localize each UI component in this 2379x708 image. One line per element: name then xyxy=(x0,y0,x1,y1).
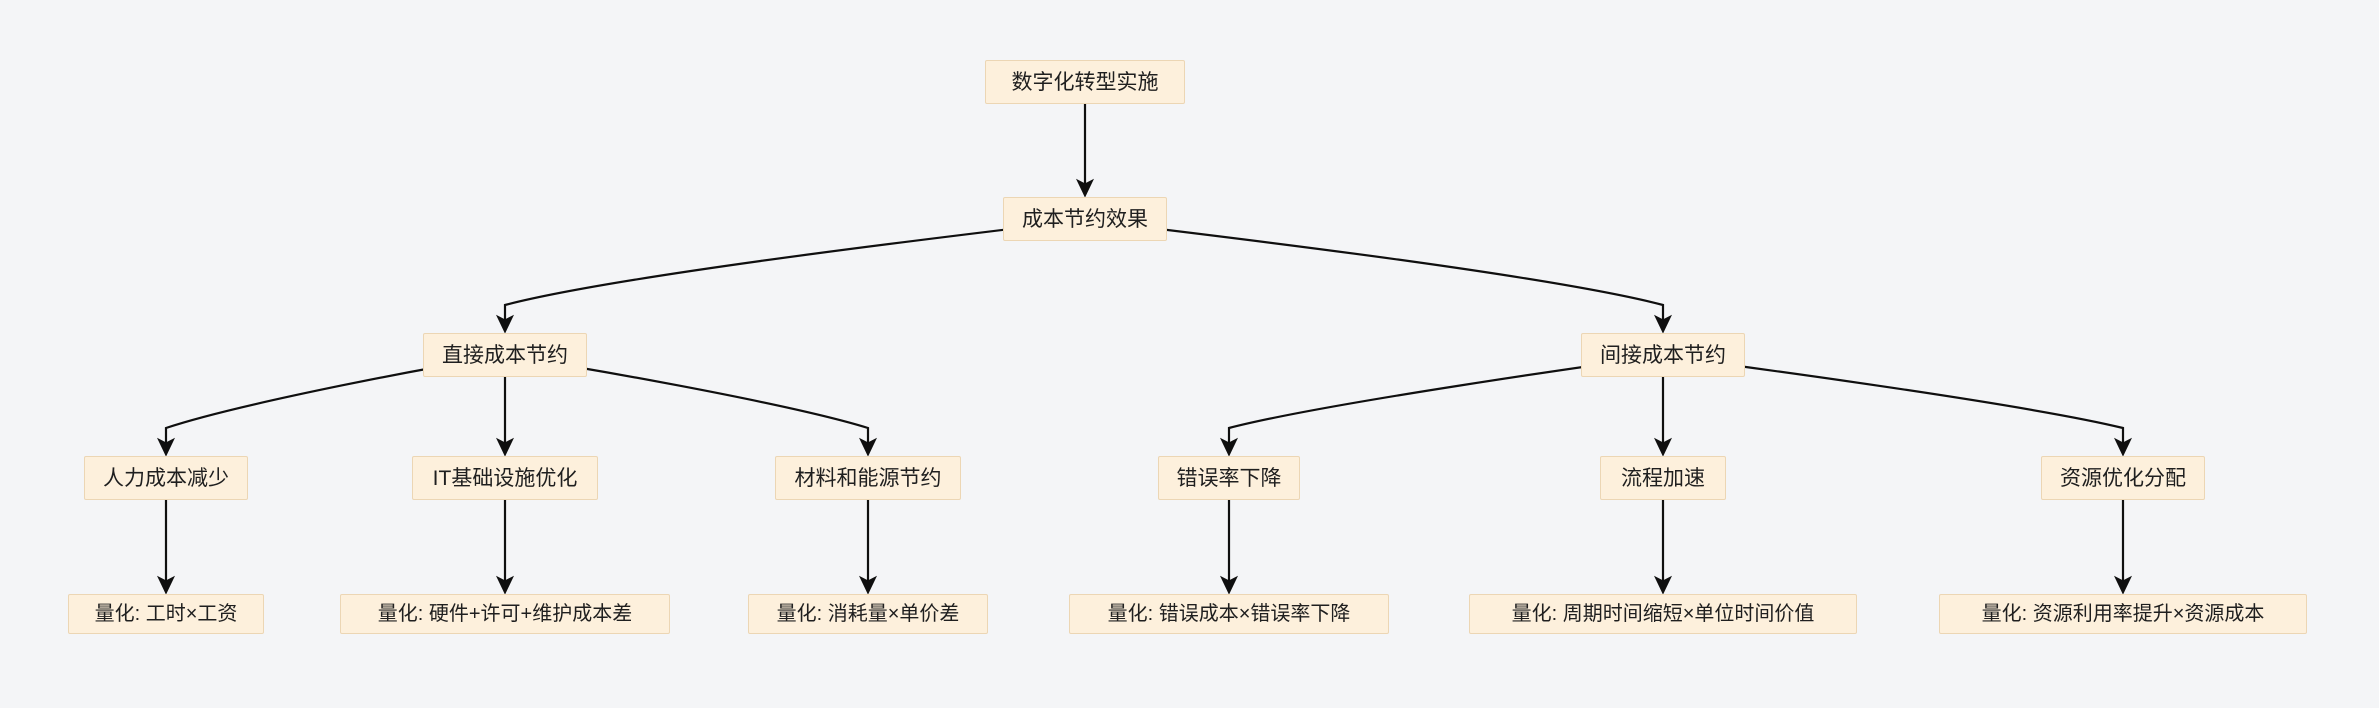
flow-edge xyxy=(1084,218,1673,334)
flow-node[interactable]: 材料和能源节约 xyxy=(775,456,961,500)
flow-node[interactable]: 间接成本节约 xyxy=(1581,333,1745,377)
flow-node[interactable]: 资源优化分配 xyxy=(2041,456,2205,500)
flow-node[interactable]: 量化: 错误成本×错误率下降 xyxy=(1069,594,1389,634)
flow-node[interactable]: 人力成本减少 xyxy=(84,456,248,500)
flow-edge xyxy=(495,218,1086,334)
flow-node[interactable]: 量化: 工时×工资 xyxy=(68,594,264,634)
flow-node[interactable]: 直接成本节约 xyxy=(423,333,587,377)
flow-node[interactable]: 量化: 周期时间缩短×单位时间价值 xyxy=(1469,594,1857,634)
flow-node[interactable]: 量化: 消耗量×单价差 xyxy=(748,594,988,634)
flow-node[interactable]: 成本节约效果 xyxy=(1003,197,1167,241)
flow-node[interactable]: 数字化转型实施 xyxy=(985,60,1185,104)
flow-node[interactable]: 量化: 资源利用率提升×资源成本 xyxy=(1939,594,2307,634)
flow-node[interactable]: 量化: 硬件+许可+维护成本差 xyxy=(340,594,670,634)
flow-node[interactable]: 流程加速 xyxy=(1600,456,1726,500)
flow-node[interactable]: 错误率下降 xyxy=(1158,456,1300,500)
flow-node[interactable]: IT基础设施优化 xyxy=(412,456,598,500)
